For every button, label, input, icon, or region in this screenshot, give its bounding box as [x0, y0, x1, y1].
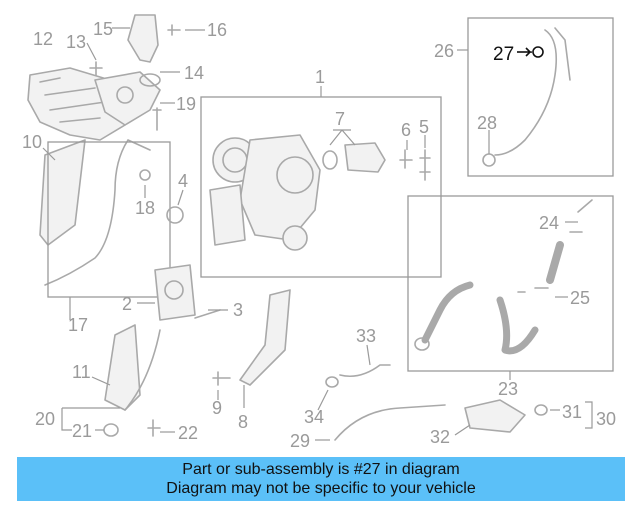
callout-15: 15 — [93, 19, 113, 39]
pipe-33 — [339, 364, 391, 378]
callout-25: 25 — [570, 288, 590, 308]
callout-24: 24 — [539, 213, 559, 233]
fitting-24 — [569, 199, 593, 233]
callout-16: 16 — [207, 20, 227, 40]
shield-10 — [39, 139, 86, 246]
callout-29: 29 — [290, 431, 310, 451]
callout-20: 20 — [35, 409, 55, 429]
bracket-8 — [239, 289, 291, 386]
callout-13: 13 — [66, 32, 86, 52]
callout-2: 2 — [122, 294, 132, 314]
parts-diagram: 1 2 3 4 5 6 7 8 9 10 11 12 13 14 15 16 1… — [22, 14, 616, 451]
pipe-29 — [334, 404, 446, 441]
callout-1: 1 — [315, 67, 325, 87]
clamp-left — [414, 337, 430, 351]
callout-33: 33 — [356, 326, 376, 346]
pipe-32 — [464, 399, 526, 433]
stud-19 — [152, 107, 162, 131]
bolt-16 — [167, 24, 181, 36]
callout-7: 7 — [335, 109, 345, 129]
callout-17: 17 — [68, 315, 88, 335]
bracket-15 — [127, 14, 159, 63]
hose-mid — [546, 241, 564, 284]
callout-22: 22 — [178, 423, 198, 443]
info-banner: Part or sub-assembly is #27 in diagram D… — [17, 457, 625, 501]
valve-5 — [419, 149, 431, 181]
callout-8: 8 — [238, 412, 248, 432]
gasket-34 — [325, 376, 339, 388]
callout-10: 10 — [22, 132, 42, 152]
banner-line-2: Diagram may not be specific to your vehi… — [166, 480, 476, 497]
callout-21: 21 — [72, 421, 92, 441]
actuator-7 — [322, 129, 386, 173]
plug-4 — [166, 206, 184, 224]
callout-9: 9 — [212, 398, 222, 418]
callout-23: 23 — [498, 379, 518, 399]
callout-34: 34 — [304, 407, 324, 427]
hose-27-group-box — [467, 17, 614, 177]
callout-26: 26 — [434, 41, 454, 61]
bolt-13 — [89, 61, 103, 76]
bolt-6 — [399, 149, 413, 169]
hose-27 — [494, 29, 558, 156]
bolt-9 — [212, 371, 231, 386]
fitting-25 — [517, 287, 549, 293]
gasket-31 — [534, 404, 548, 416]
callout-32: 32 — [430, 427, 450, 447]
callout-28: 28 — [477, 113, 497, 133]
washer-18 — [139, 169, 151, 181]
hose-left — [421, 281, 474, 344]
stud-3 — [194, 309, 221, 319]
callout-4: 4 — [178, 171, 188, 191]
bolt-22 — [147, 419, 161, 437]
pipe-11 — [104, 324, 141, 411]
gasket-2 — [154, 264, 196, 321]
bracket-30 — [585, 401, 593, 429]
gasket-14 — [139, 73, 161, 87]
hoses-23-group-box — [407, 195, 614, 372]
turbocharger-1 — [209, 134, 321, 251]
callout-12: 12 — [33, 29, 53, 49]
callout-30: 30 — [596, 409, 616, 429]
pipe-17-box — [47, 141, 171, 298]
gasket-21 — [103, 423, 119, 437]
callout-5: 5 — [419, 117, 429, 137]
callout-31: 31 — [562, 402, 582, 422]
callout-14: 14 — [184, 63, 204, 83]
callout-6: 6 — [401, 120, 411, 140]
callout-27: 27 — [493, 44, 514, 65]
hose-right — [496, 296, 539, 355]
callout-19: 19 — [176, 94, 196, 114]
banner-line-1: Part or sub-assembly is #27 in diagram — [182, 461, 460, 478]
clamp-28 — [482, 153, 496, 167]
callout-18: 18 — [135, 198, 155, 218]
callout-11: 11 — [72, 362, 91, 382]
callout-3: 3 — [233, 300, 243, 320]
callout-27-arrow — [517, 47, 532, 57]
